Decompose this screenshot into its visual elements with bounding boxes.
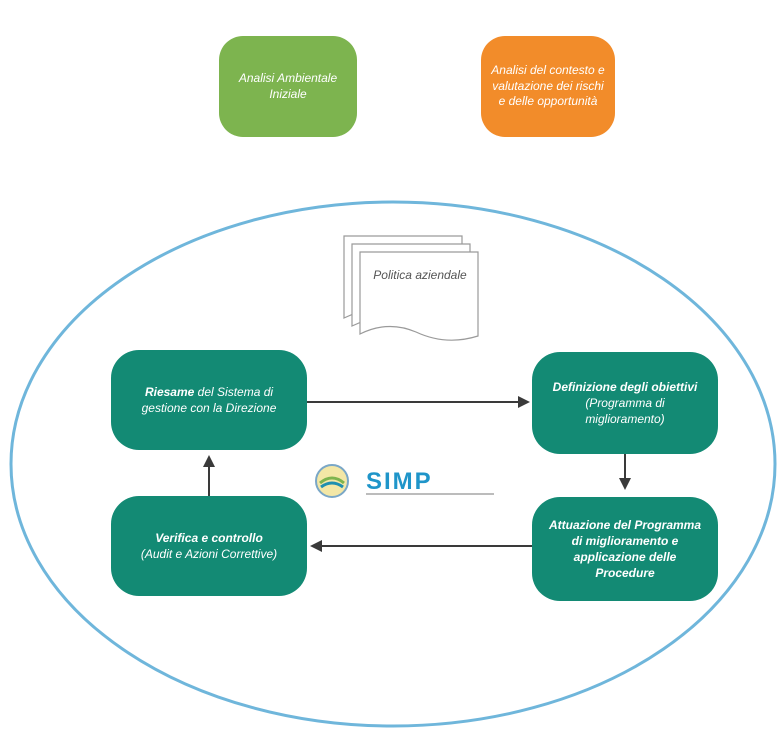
- verification-node: Verifica e controllo (Audit e Azioni Cor…: [111, 496, 307, 596]
- initial-environmental-analysis-box: Analisi Ambientale Iniziale: [219, 36, 357, 137]
- context-risk-analysis-text: Analisi del contesto e valutazione dei r…: [491, 63, 605, 109]
- objectives-node: Definizione degli obiettivi (Programma d…: [532, 352, 718, 454]
- flow-arrows: [203, 396, 631, 552]
- arrowhead-definizione-to-attuazione: [619, 478, 631, 490]
- objectives-node-title: Definizione degli obiettivi: [552, 379, 698, 394]
- review-node-title: Riesame: [144, 384, 195, 399]
- initial-environmental-analysis-text: Analisi Ambientale Iniziale: [238, 70, 338, 101]
- verification-node-title: Verifica e controllo: [155, 530, 263, 545]
- review-node-subtitle: del Sistema di gestione con la Direzione: [141, 384, 277, 415]
- arrowhead-riesame-to-definizione: [518, 396, 530, 408]
- objectives-node-subtitle: (Programma di miglioramento): [585, 395, 665, 427]
- review-node: Riesame del Sistema di gestione con la D…: [111, 350, 307, 450]
- arrowhead-attuazione-to-verifica: [310, 540, 322, 552]
- implementation-node: Attuazione del Programma di migliorament…: [532, 497, 718, 601]
- logo-text: SIMP: [366, 468, 433, 495]
- verification-node-subtitle: (Audit e Azioni Correttive): [140, 547, 278, 561]
- implementation-node-title: Attuazione del Programma di migliorament…: [548, 517, 702, 581]
- context-risk-analysis-box: Analisi del contesto e valutazione dei r…: [481, 36, 615, 137]
- document-stack-icon: [343, 235, 479, 341]
- company-logo-icon: SIMP: [315, 464, 494, 498]
- arrowhead-verifica-to-riesame: [203, 455, 215, 467]
- policy-label: Politica aziendale: [373, 268, 467, 282]
